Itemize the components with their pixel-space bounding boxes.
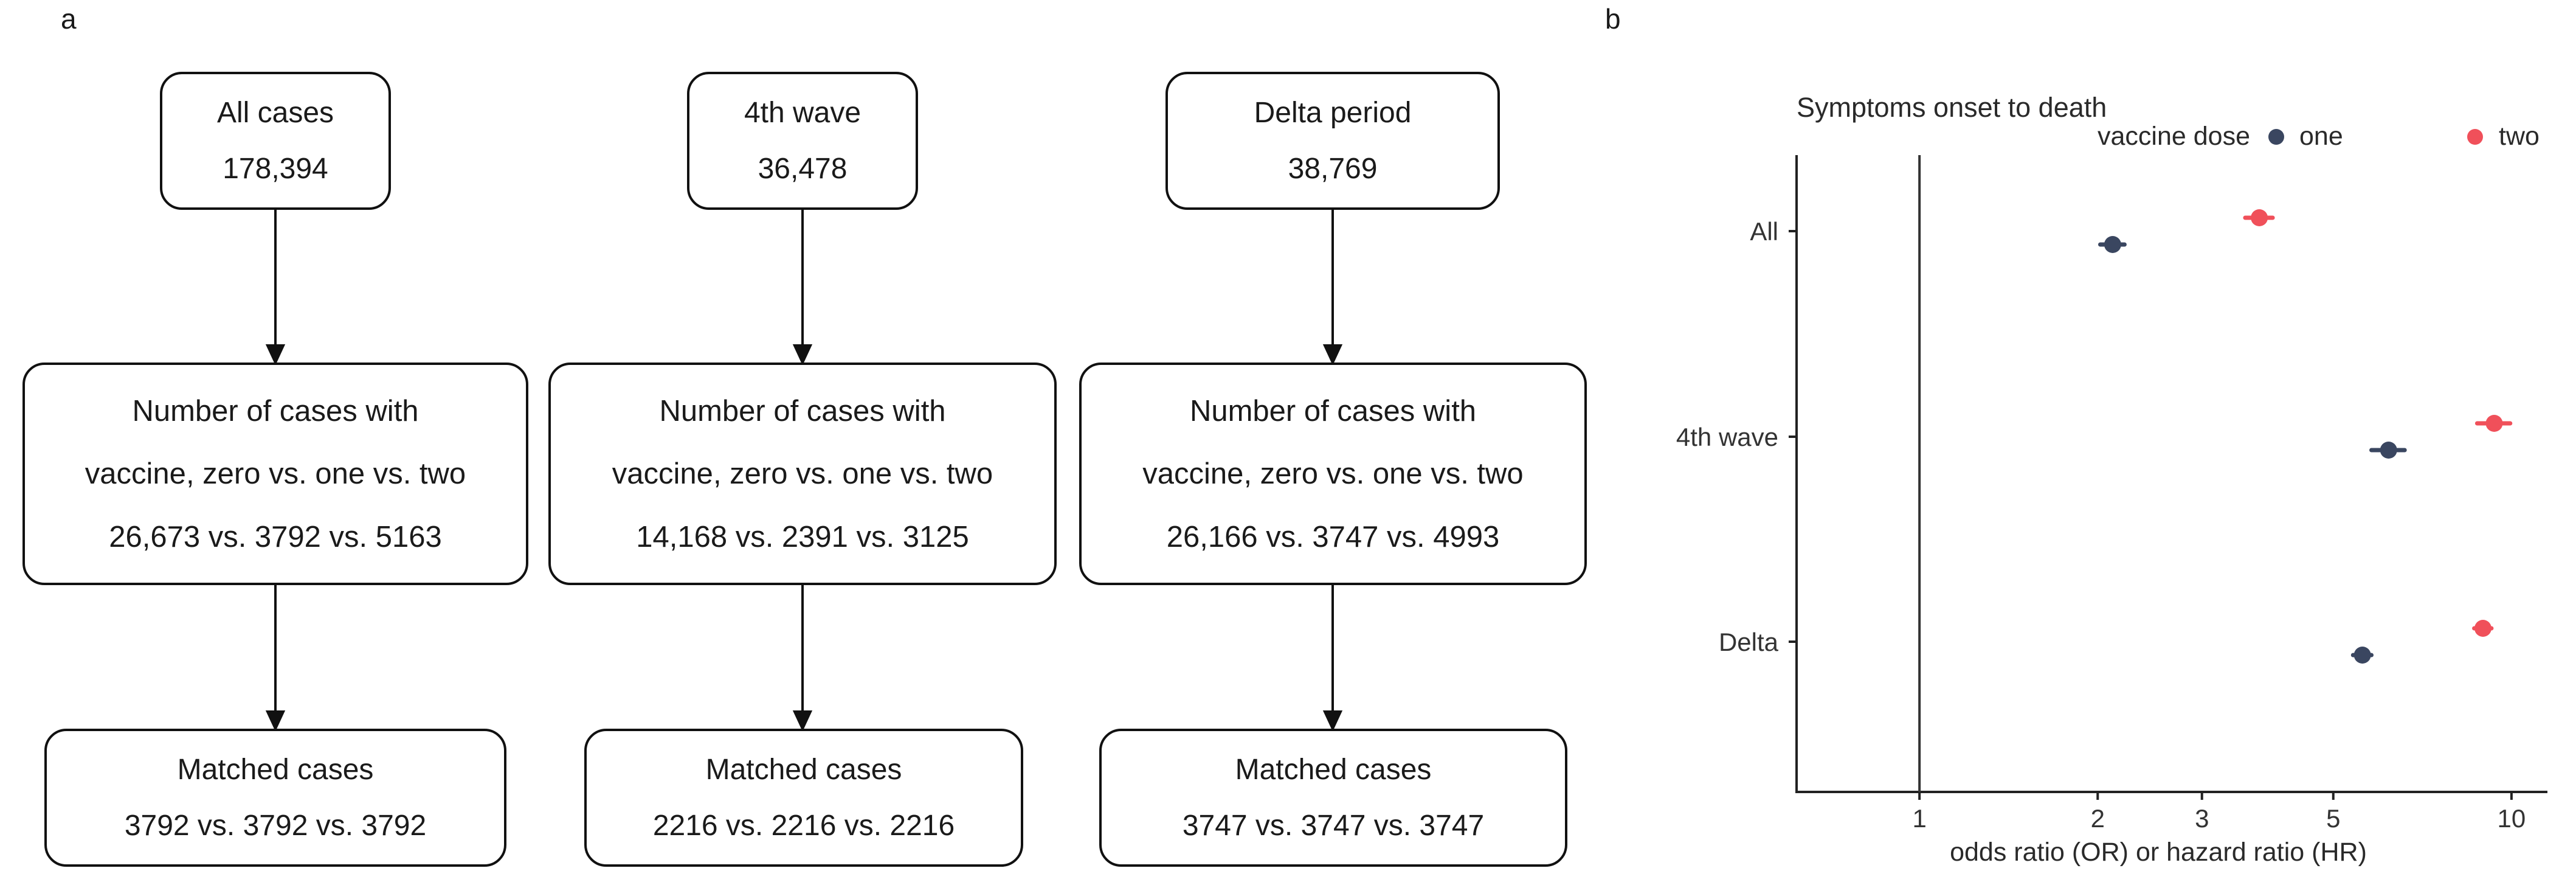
point-one — [2380, 442, 2397, 459]
vaccine-box-line2: vaccine, zero vs. one vs. two — [1142, 457, 1524, 490]
x-tick-label: 5 — [2326, 804, 2340, 833]
x-tick-label: 1 — [1912, 804, 1926, 833]
vaccine-box-line2: vaccine, zero vs. one vs. two — [612, 457, 993, 490]
legend-label-two: two — [2499, 122, 2540, 151]
fourth-wave-matched-box: Matched cases 2216 vs. 2216 vs. 2216 — [584, 729, 1023, 867]
legend-key-two — [2467, 129, 2483, 145]
point-two — [2251, 209, 2268, 226]
delta-period-box: Delta period 38,769 — [1165, 72, 1500, 210]
legend-key-one — [2268, 129, 2284, 145]
x-tick-label: 10 — [2498, 804, 2526, 833]
matched-title: Matched cases — [177, 754, 374, 786]
all-cases-vaccine-box: Number of cases with vaccine, zero vs. o… — [22, 363, 528, 585]
matched-title: Matched cases — [1235, 754, 1432, 786]
fourth-wave-box: 4th wave 36,478 — [687, 72, 918, 210]
chart-title: Symptoms onset to death — [1797, 92, 2107, 123]
vaccine-box-line2: vaccine, zero vs. one vs. two — [85, 457, 466, 490]
point-two — [2474, 620, 2491, 637]
forest-plot: Symptoms onset to death vaccine dose one… — [1676, 92, 2547, 867]
delta-period-count: 38,769 — [1288, 152, 1378, 185]
matched-title: Matched cases — [705, 754, 902, 786]
x-axis-title: odds ratio (OR) or hazard ratio (HR) — [1950, 838, 2367, 867]
all-cases-box: All cases 178,394 — [160, 72, 391, 210]
all-cases-title: All cases — [216, 97, 334, 130]
x-tick-label: 2 — [2091, 804, 2105, 833]
vaccine-box-line1: Number of cases with — [659, 394, 946, 428]
vaccine-box-line3: 26,673 vs. 3792 vs. 5163 — [109, 520, 442, 554]
arrowhead-col2-top — [792, 344, 813, 366]
arrowhead-col3-mid — [1322, 710, 1343, 732]
legend-label-one: one — [2299, 122, 2343, 151]
arrowhead-col1-top — [265, 344, 286, 366]
panel-a-label: a — [61, 3, 77, 35]
vaccine-box-line1: Number of cases with — [1189, 394, 1477, 428]
fourth-wave-title: 4th wave — [744, 97, 862, 130]
flowchart-arrows — [265, 210, 1343, 732]
matched-counts: 3792 vs. 3792 vs. 3792 — [124, 809, 427, 842]
vaccine-box-line3: 26,166 vs. 3747 vs. 4993 — [1166, 520, 1500, 554]
arrowhead-col1-mid — [265, 710, 286, 732]
vaccine-box-line1: Number of cases with — [132, 394, 419, 428]
matched-counts: 3747 vs. 3747 vs. 3747 — [1182, 809, 1485, 842]
fourth-wave-count: 36,478 — [758, 152, 848, 185]
panel-b-label: b — [1605, 3, 1621, 35]
delta-period-vaccine-box: Number of cases with vaccine, zero vs. o… — [1079, 363, 1587, 585]
arrowhead-col3-top — [1322, 344, 1343, 366]
delta-period-title: Delta period — [1254, 97, 1412, 130]
point-one — [2104, 236, 2121, 253]
y-tick-label: 4th wave — [1676, 423, 1778, 451]
legend-title: vaccine dose — [2098, 122, 2250, 151]
vaccine-box-line3: 14,168 vs. 2391 vs. 3125 — [636, 520, 969, 554]
y-tick-label: Delta — [1719, 628, 1779, 656]
x-tick-label: 3 — [2195, 804, 2209, 833]
fourth-wave-vaccine-box: Number of cases with vaccine, zero vs. o… — [548, 363, 1057, 585]
matched-counts: 2216 vs. 2216 vs. 2216 — [652, 809, 955, 842]
all-cases-matched-box: Matched cases 3792 vs. 3792 vs. 3792 — [44, 729, 506, 867]
y-tick-label: All — [1750, 217, 1778, 246]
point-two — [2485, 415, 2503, 432]
arrowhead-col2-mid — [792, 710, 813, 732]
all-cases-count: 178,394 — [223, 152, 328, 185]
delta-period-matched-box: Matched cases 3747 vs. 3747 vs. 3747 — [1099, 729, 1567, 867]
point-one — [2353, 647, 2371, 664]
